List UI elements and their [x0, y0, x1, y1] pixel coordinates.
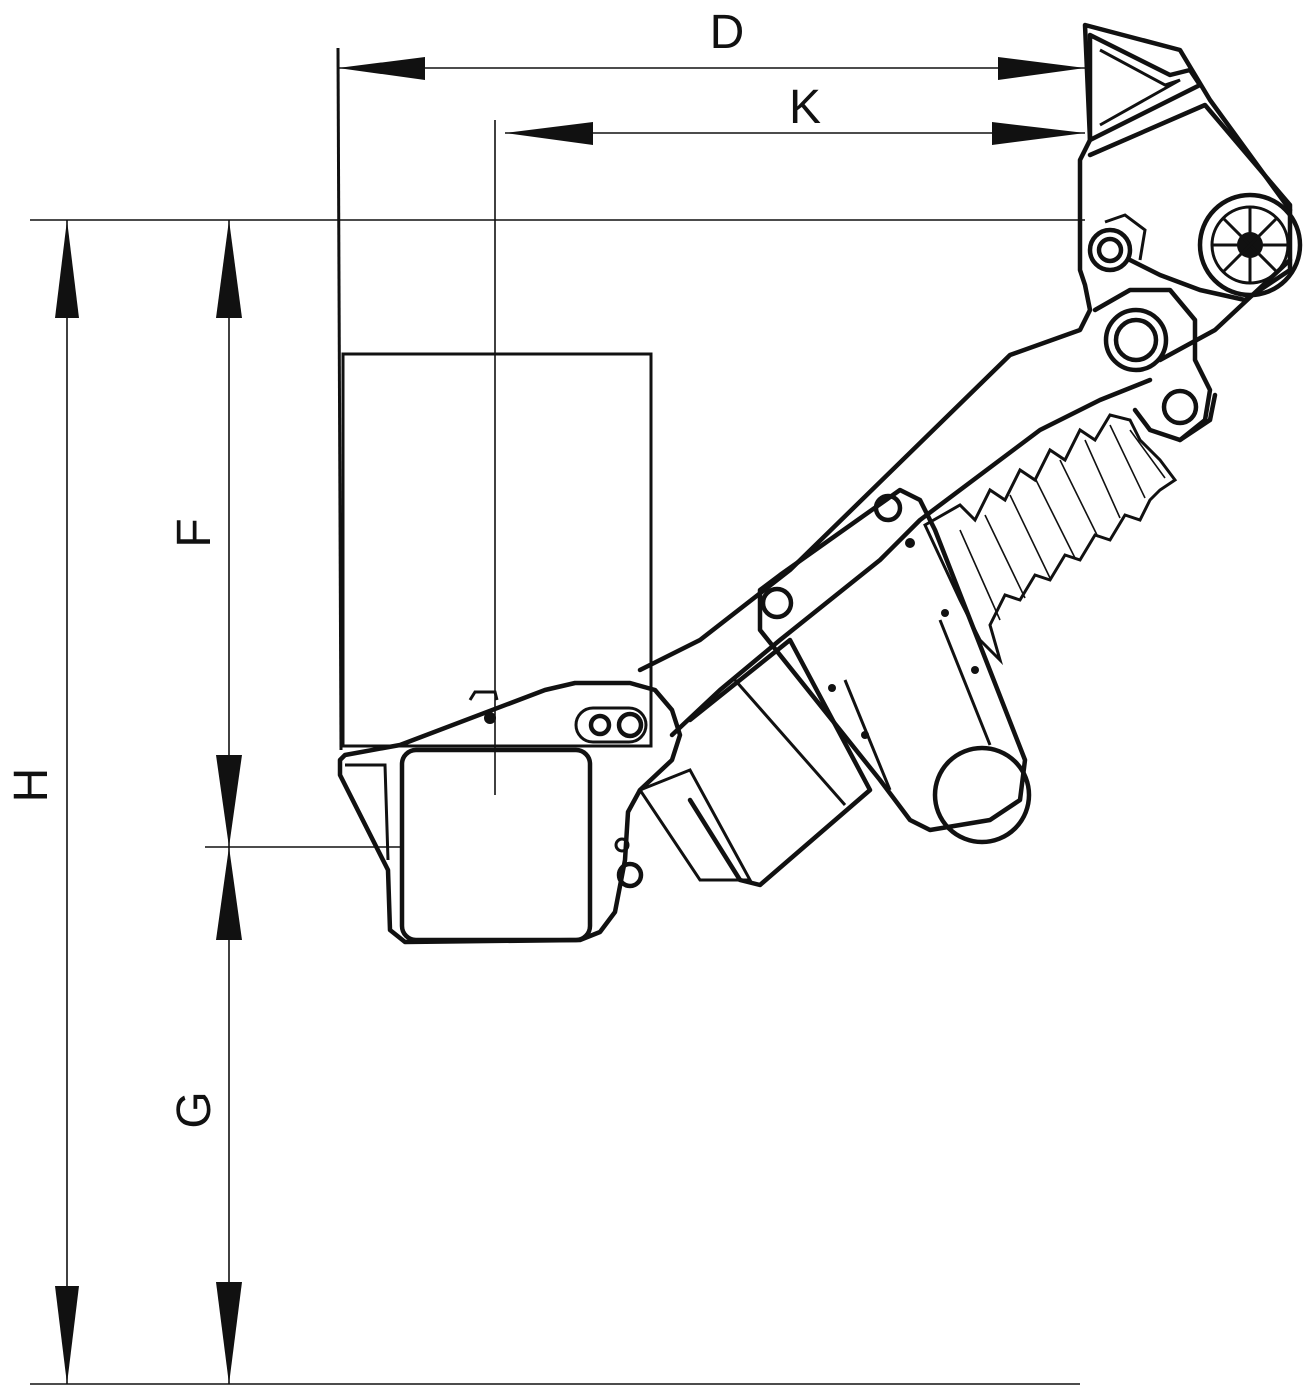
dimension-k-label: K	[789, 81, 821, 134]
dimension-k-arrow-left	[505, 122, 593, 145]
dimension-g-arrow-bottom	[216, 1282, 242, 1384]
upper-claw-inner	[1099, 48, 1181, 127]
claw-body	[1087, 102, 1293, 303]
dimension-h: H	[5, 220, 79, 1384]
pin-icon	[873, 493, 903, 523]
dimension-k: K	[505, 81, 1085, 145]
reference-lines	[30, 47, 1085, 1385]
bolt	[905, 538, 915, 548]
main-arm-upper-edge	[637, 22, 1293, 673]
dimension-k-arrow-right	[992, 122, 1085, 145]
dimension-f: F	[168, 220, 242, 847]
spring-hatching	[959, 424, 1166, 621]
pin-icon	[616, 861, 644, 889]
pin-icon	[614, 837, 630, 853]
pin-icon	[1087, 227, 1133, 273]
dimension-h-arrow-top	[55, 220, 79, 318]
upper-claw	[1087, 32, 1203, 143]
pin-inner-icon	[1096, 236, 1124, 264]
main-arm-lower-edge	[669, 377, 1153, 738]
dimension-h-arrow-bottom	[55, 1286, 79, 1384]
upper-box	[341, 352, 653, 748]
dimension-d-arrow-left	[338, 57, 425, 80]
right-link-lower	[1177, 392, 1218, 443]
lower-tab	[468, 690, 499, 701]
lower-bracket	[345, 763, 390, 861]
left-extension-line	[336, 47, 343, 751]
dimension-f-arrow-top	[216, 220, 242, 318]
pin-icon	[1161, 388, 1199, 426]
hydraulic-cylinder	[687, 637, 873, 888]
gear-spokes	[1212, 207, 1288, 283]
link-plate	[757, 487, 1028, 833]
claw-link	[1104, 213, 1147, 261]
spring-bellows	[923, 413, 1178, 666]
cylinder-line	[733, 679, 847, 806]
dimension-h-label: H	[5, 768, 58, 803]
bolt	[941, 609, 949, 617]
pin-link	[574, 706, 648, 744]
dimension-g: G	[168, 847, 242, 1384]
roller-wheel	[932, 745, 1032, 845]
upper-hub	[1092, 287, 1213, 443]
main-pivot-inner-icon	[1113, 317, 1159, 363]
right-link-upper	[1157, 257, 1293, 363]
lower-frame	[337, 680, 683, 945]
link-slot	[938, 619, 992, 746]
bolt	[828, 684, 836, 692]
dimension-g-arrow-top	[216, 847, 242, 940]
dimension-d-arrow-right	[998, 57, 1085, 80]
dimension-d-label: D	[710, 6, 745, 59]
pin-icon	[760, 586, 794, 620]
pin-icon	[616, 711, 644, 739]
pin-icon	[588, 713, 612, 737]
lower-block	[399, 747, 593, 943]
main-pivot-icon	[1103, 307, 1169, 373]
bolt	[971, 666, 979, 674]
cylinder-rod-section	[637, 768, 753, 882]
dimension-d: D	[338, 6, 1085, 80]
bolt	[861, 731, 869, 739]
machine-assembly	[337, 22, 1303, 945]
dimension-f-arrow-bottom	[216, 755, 242, 847]
dimension-g-label: G	[168, 1091, 221, 1128]
dimension-f-label: F	[168, 518, 221, 547]
bolt	[484, 712, 496, 724]
